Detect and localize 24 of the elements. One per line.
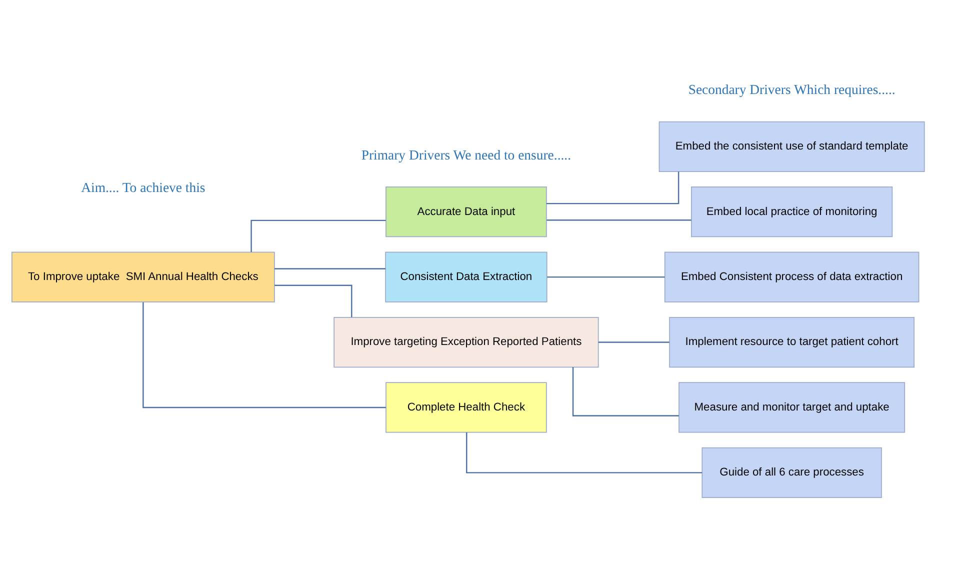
node-box: Measure and monitor target and uptake [678,382,906,433]
connector [547,276,665,278]
connector [274,284,352,318]
label: Primary Drivers We need to ensure..... [361,147,572,162]
node-box: Embed local practice of monitoring [691,186,893,238]
node-box: Embed the consistent use of standard template [658,121,925,172]
node-box: Complete Health Check [386,382,547,433]
node-box: To Improve uptake SMI Annual Health Checks [11,252,275,302]
node-box: Accurate Data input [386,186,547,238]
node-box: Consistent Data Extraction [385,252,548,302]
node-box: Implement resource to target patient cohort [669,316,914,368]
node-box: Improve targeting Exception Reported Patients [334,316,599,368]
node-box: Guide of all 6 care processes [702,447,882,498]
label: Aim.... To achieve this [81,180,206,195]
connector [546,220,692,221]
connector [598,342,670,343]
connector [546,172,680,204]
connector [250,220,386,252]
connector [142,302,386,408]
connector [274,268,386,270]
node-box: Embed Consistent process of data extraction [664,252,920,302]
connector [466,432,702,474]
label: Secondary Drivers Which requires..... [688,82,896,98]
connector [572,367,679,416]
